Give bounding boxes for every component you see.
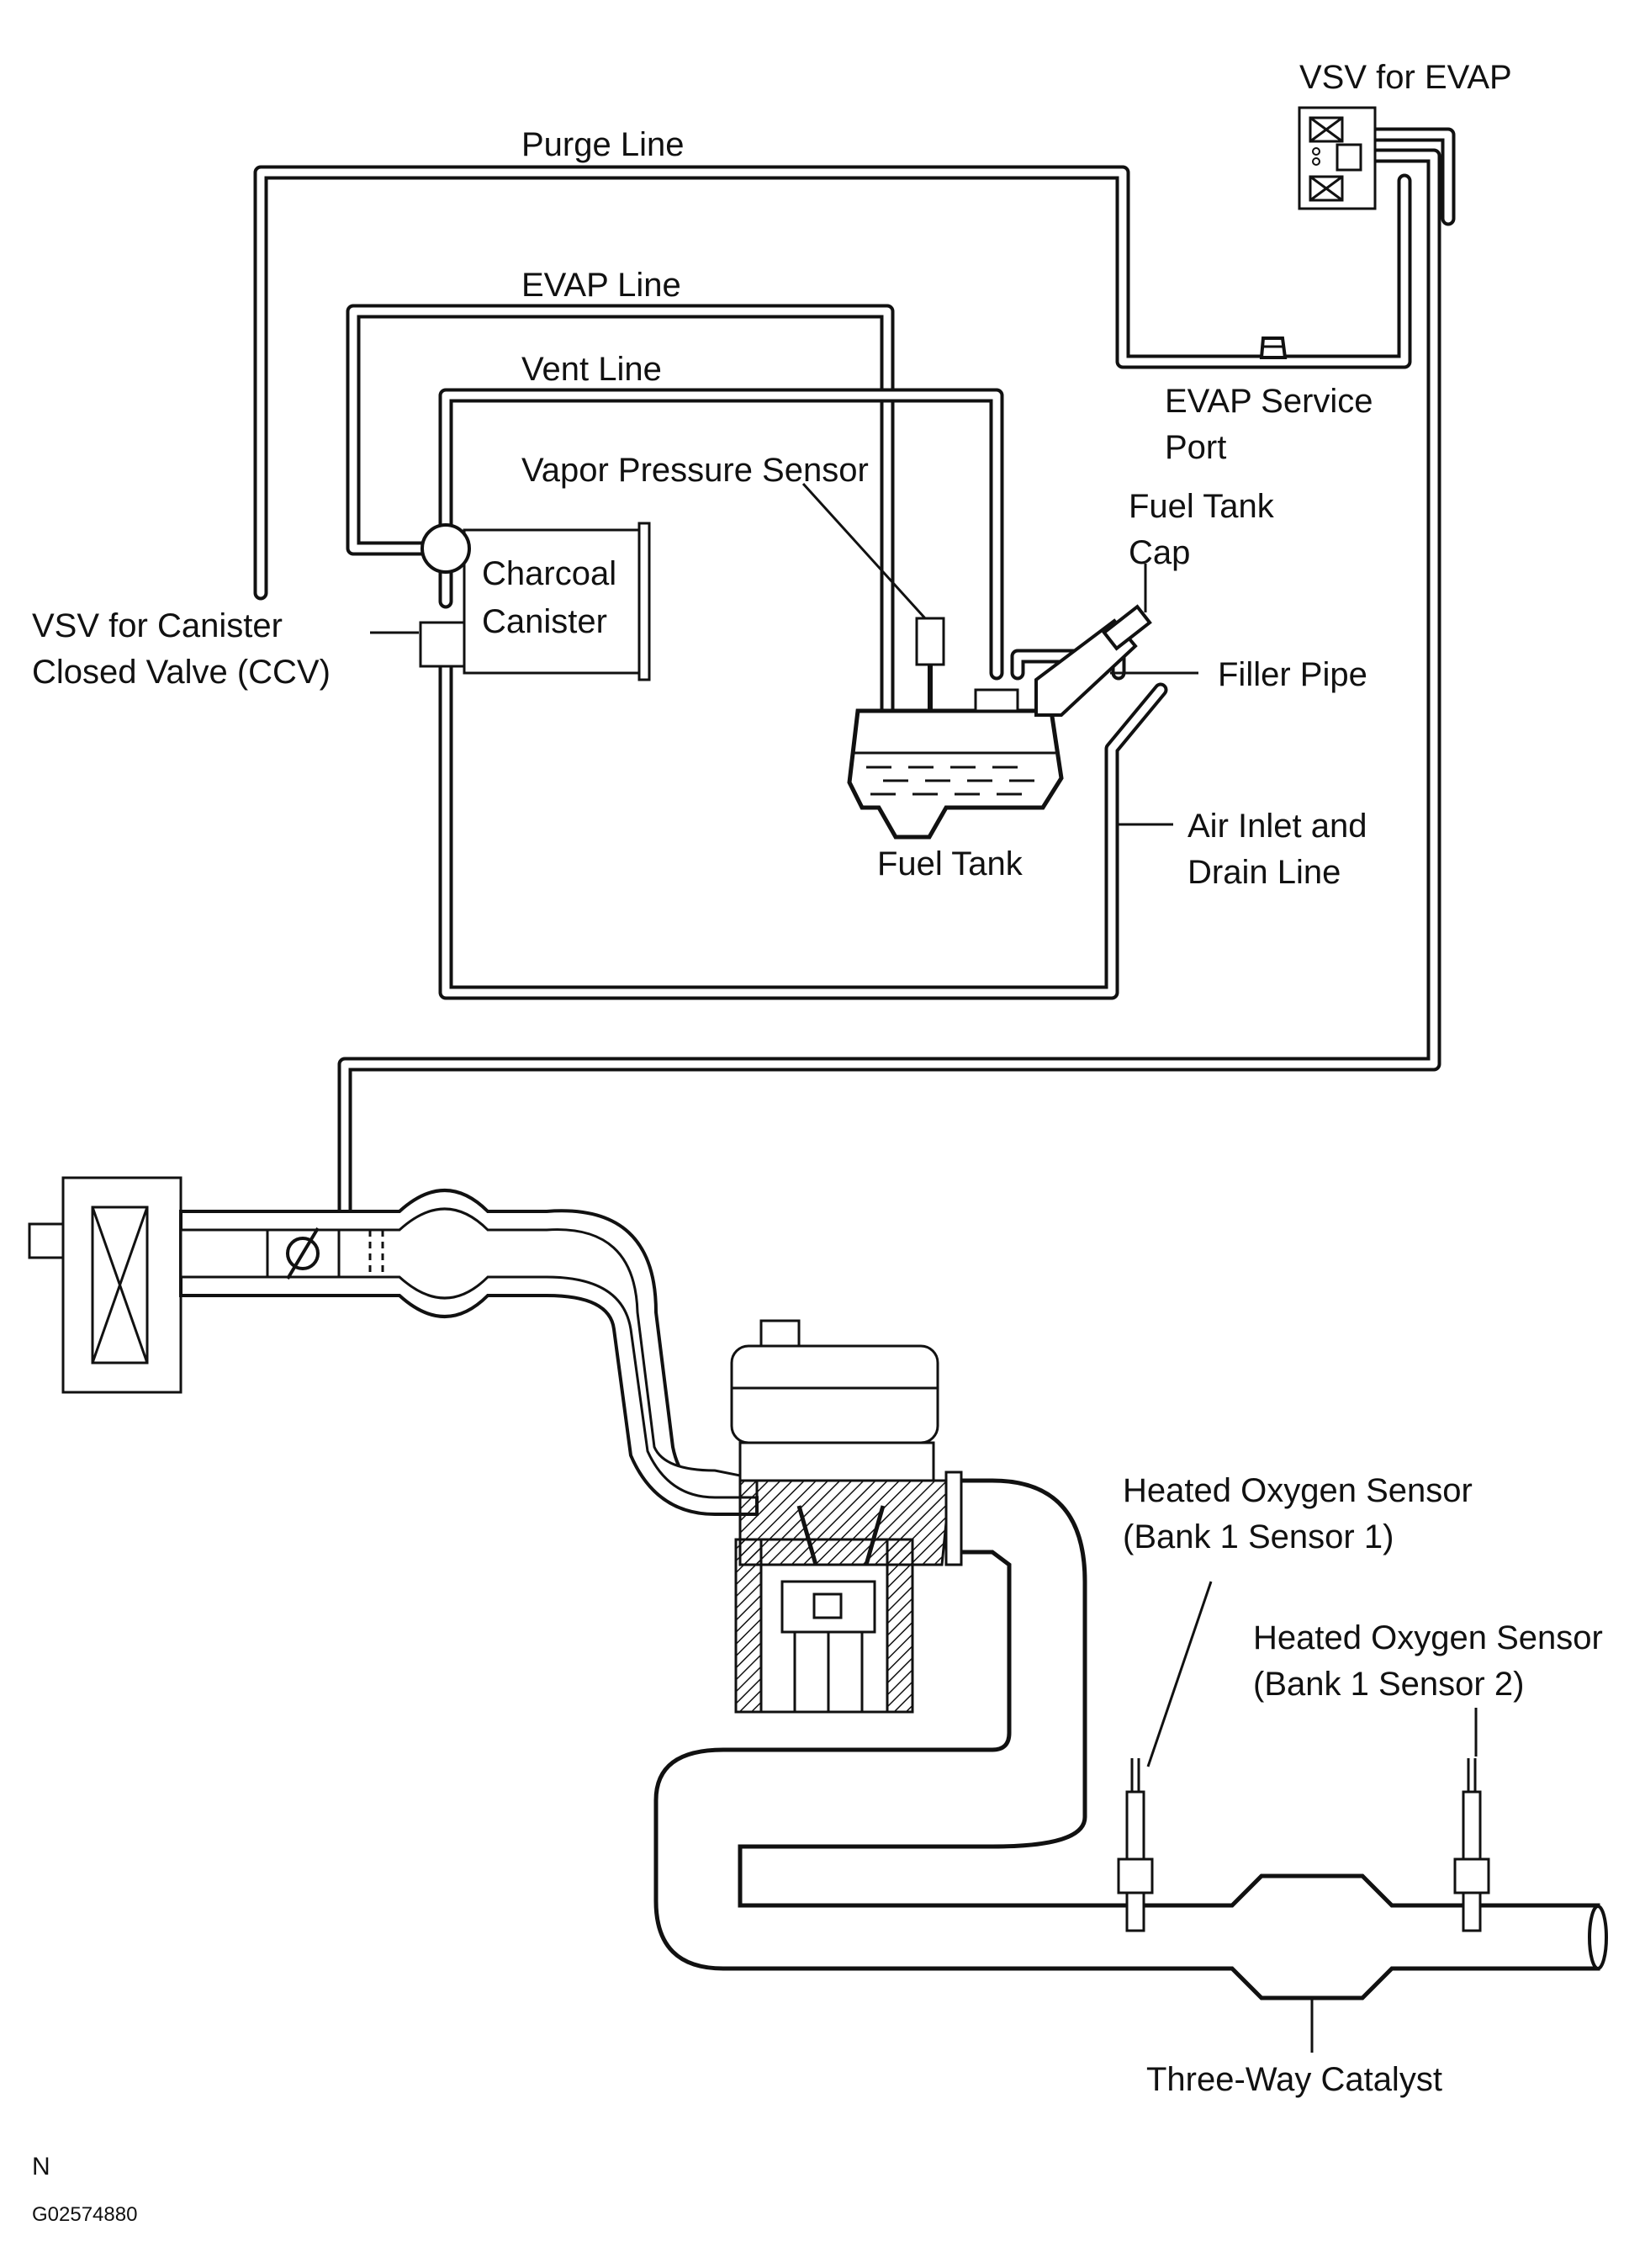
vapor-pressure-sensor: [915, 617, 945, 711]
purge-line-hose: [253, 165, 1412, 601]
piston: [780, 1580, 876, 1714]
air-inlet-drain-line-hose: [438, 640, 1168, 1000]
vsv-ccv-label: VSV for Canister: [32, 607, 283, 644]
ho2s-2-label: Heated Oxygen Sensor: [1253, 1619, 1603, 1656]
three-way-catalyst-label: Three-Way Catalyst: [1146, 2061, 1442, 2098]
air-cleaner: [28, 1176, 182, 1394]
fuel-tank: [847, 688, 1064, 840]
vsv-ccv-label-2: Closed Valve (CCV): [32, 654, 331, 691]
vsv-evap-valve: [1298, 106, 1377, 210]
exhaust-manifold-pipe: [653, 1478, 1608, 2000]
air-inlet-drain-line-label-2: Drain Line: [1187, 854, 1341, 891]
fuel-tank-cap: [1102, 604, 1152, 651]
figure-id: G02574880: [32, 2203, 137, 2226]
throttle-valve: [286, 1227, 320, 1280]
engine-valves: [796, 1505, 886, 1566]
vsv-second-hose: [1338, 127, 1456, 226]
filler-pipe-label: Filler Pipe: [1218, 656, 1367, 693]
charcoal-canister-label-2: Canister: [482, 603, 607, 640]
evap-service-port-label-2: Port: [1165, 429, 1226, 466]
vsv-ccv-valve: [419, 621, 466, 668]
ho2s-1-leader: [1146, 1581, 1213, 1767]
purge-line-label: Purge Line: [521, 126, 684, 163]
fuel-tank-cap-label: Fuel Tank: [1129, 488, 1275, 525]
evap-line-label: EVAP Line: [521, 267, 681, 304]
fuel-tank-cap-label-2: Cap: [1129, 534, 1190, 571]
vapor-pressure-sensor-label: Vapor Pressure Sensor: [521, 452, 869, 489]
ho2s-1-label-2: (Bank 1 Sensor 1): [1123, 1518, 1394, 1555]
charcoal-canister: [463, 522, 651, 681]
fuel-tank-label: Fuel Tank: [877, 845, 1023, 882]
heated-oxygen-sensor-2: [1453, 1758, 1490, 1932]
vent-line-label: Vent Line: [521, 351, 662, 388]
evap-line-hose: [346, 304, 895, 731]
evap-service-port-label: EVAP Service: [1165, 383, 1373, 420]
code-letter: N: [32, 2153, 50, 2181]
exhaust-flange: [944, 1470, 963, 1566]
canister-check-valve: [421, 523, 471, 574]
evap-service-port: [1259, 336, 1288, 359]
vsv-evap-label: VSV for EVAP: [1299, 59, 1512, 96]
air-inlet-drain-line-label: Air Inlet and: [1187, 808, 1367, 845]
heated-oxygen-sensor-1: [1117, 1758, 1154, 1932]
ho2s-1-label: Heated Oxygen Sensor: [1123, 1472, 1473, 1509]
ho2s-2-label-2: (Bank 1 Sensor 2): [1253, 1666, 1524, 1703]
vapor-pressure-sensor-leader: [801, 482, 927, 620]
vent-line-hose: [438, 388, 1004, 681]
charcoal-canister-label: Charcoal: [482, 555, 616, 592]
vsv-to-intake-hose: [337, 148, 1441, 1227]
